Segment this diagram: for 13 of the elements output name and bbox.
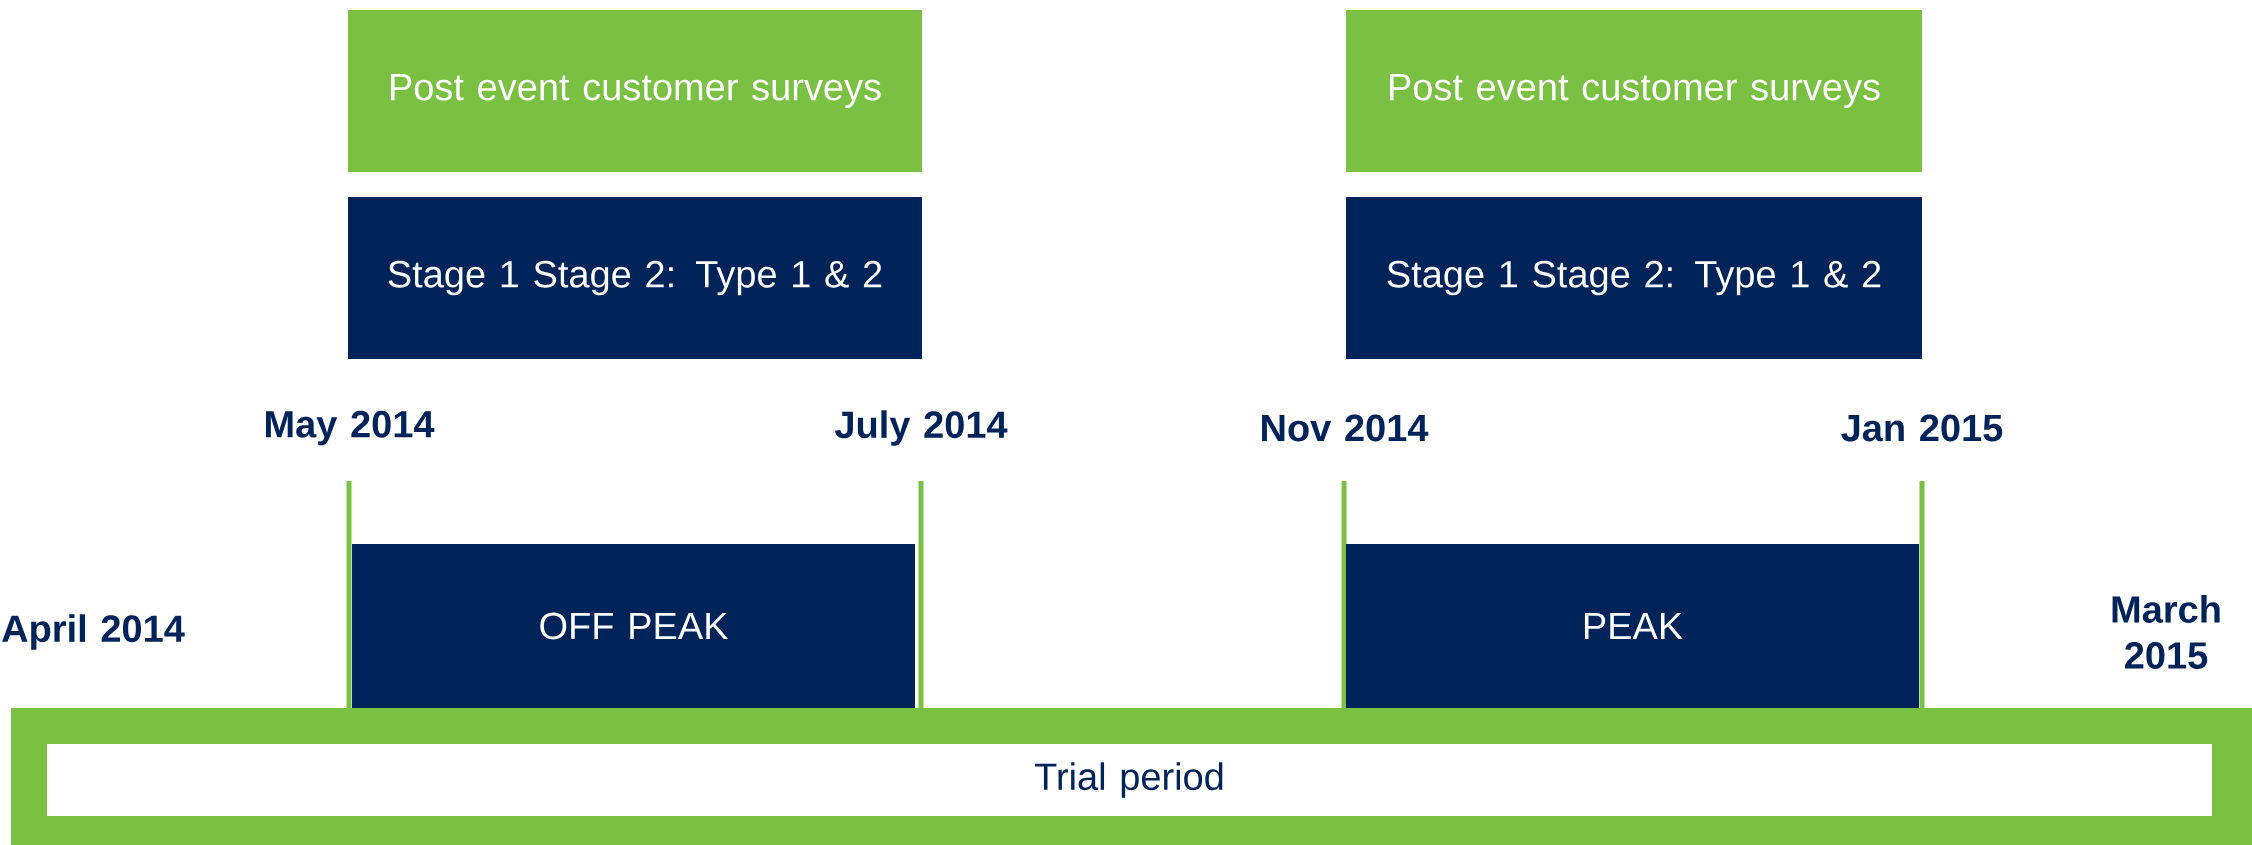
trial-bar: Trial period	[11, 708, 2252, 845]
date-label: Jan 2015	[1841, 414, 2003, 442]
survey-box: Post event customer surveys	[348, 10, 922, 172]
stage-box: Stage 1 Stage 2: Type 1 & 2	[348, 197, 922, 359]
date-label: May 2014	[266, 410, 435, 446]
period-box: PEAK	[1346, 544, 1919, 708]
date-label: April 2014	[2, 614, 185, 650]
date-label: July 2014	[834, 410, 1008, 446]
date-label: March 2015	[2112, 595, 2220, 669]
period-box: OFF PEAK	[352, 544, 915, 708]
date-label: Nov 2014	[1262, 414, 1429, 442]
survey-box: Post event customer surveys	[1346, 10, 1922, 172]
stage-box: Stage 1 Stage 2: Type 1 & 2	[1346, 197, 1922, 359]
